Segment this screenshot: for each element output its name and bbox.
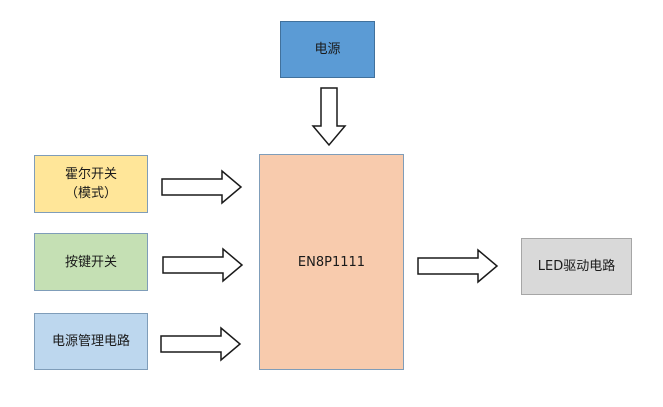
mcu-node: EN8P1111 <box>259 154 404 370</box>
arrow-right-power-mgmt-to-mcu <box>160 326 242 362</box>
power-management-label: 电源管理电路 <box>51 334 130 349</box>
power-node: 电源 <box>280 21 375 78</box>
power-management-node: 电源管理电路 <box>34 313 148 370</box>
arrow-right-mcu-to-led <box>417 248 499 284</box>
mcu-label: EN8P1111 <box>297 254 366 270</box>
arrow-right-hall-to-mcu <box>161 169 243 205</box>
led-driver-label: LED驱动电路 <box>537 259 616 274</box>
key-switch-label: 按键开关 <box>64 254 117 270</box>
hall-switch-node: 霍尔开关 （模式） <box>34 155 148 213</box>
led-driver-node: LED驱动电路 <box>521 238 632 295</box>
arrow-down-power-to-mcu <box>311 87 347 147</box>
key-switch-node: 按键开关 <box>34 233 148 291</box>
hall-switch-label: 霍尔开关 （模式） <box>64 167 117 201</box>
power-label: 电源 <box>314 42 341 57</box>
arrow-right-key-to-mcu <box>162 247 244 283</box>
